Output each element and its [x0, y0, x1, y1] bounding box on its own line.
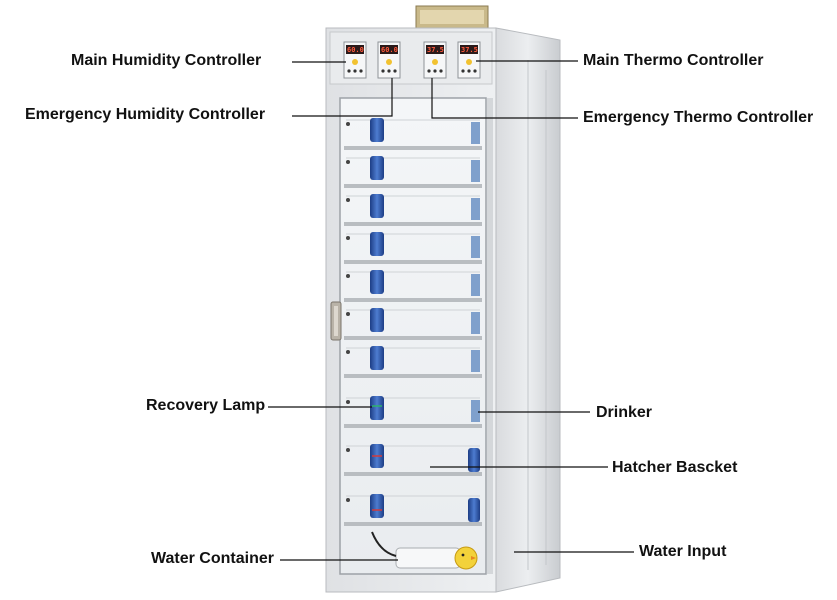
- label-main-humidity-controller: Main Humidity Controller: [71, 52, 262, 69]
- tray: [344, 232, 482, 264]
- tray: [344, 270, 482, 302]
- tray: [344, 308, 482, 340]
- leader-lines: [268, 60, 634, 561]
- tray: [344, 346, 482, 378]
- main-humidity-readout: 60.0: [347, 46, 364, 54]
- label-drinker: Drinker: [596, 404, 653, 421]
- controller-main-thermo: 37.5: [457, 41, 481, 79]
- label-water-container: Water Container: [151, 550, 274, 567]
- label-hatcher-basket: Hatcher Bascket: [612, 459, 738, 476]
- emergency-humidity-readout: 60.0: [381, 46, 398, 54]
- label-emergency-humidity-controller: Emergency Humidity Controller: [25, 106, 266, 123]
- label-recovery-lamp: Recovery Lamp: [146, 397, 266, 414]
- label-water-input: Water Input: [639, 543, 727, 560]
- leader-emergency-humidity: [292, 78, 393, 117]
- label-main-thermo-controller: Main Thermo Controller: [583, 52, 764, 69]
- top-label-plate: [415, 5, 489, 29]
- tray: [344, 118, 482, 150]
- cabinet-side-panel: [495, 27, 561, 593]
- trays: [344, 118, 482, 526]
- label-emergency-thermo-controller: Emergency Thermo Controller: [583, 109, 814, 126]
- tray: [344, 194, 482, 226]
- controller-emergency-thermo: 37.5: [423, 41, 447, 79]
- main-thermo-readout: 37.5: [461, 46, 478, 54]
- tray: [344, 396, 482, 428]
- controller-main-humidity: 60.0: [343, 41, 367, 79]
- tray: [344, 494, 482, 526]
- door-handle[interactable]: [330, 301, 342, 341]
- tray: [344, 156, 482, 188]
- leader-emergency-thermo: [431, 78, 578, 119]
- tray: [344, 444, 482, 476]
- emergency-thermo-readout: 37.5: [427, 46, 444, 54]
- controller-emergency-humidity: 60.0: [377, 41, 401, 79]
- chick-logo: [454, 546, 478, 570]
